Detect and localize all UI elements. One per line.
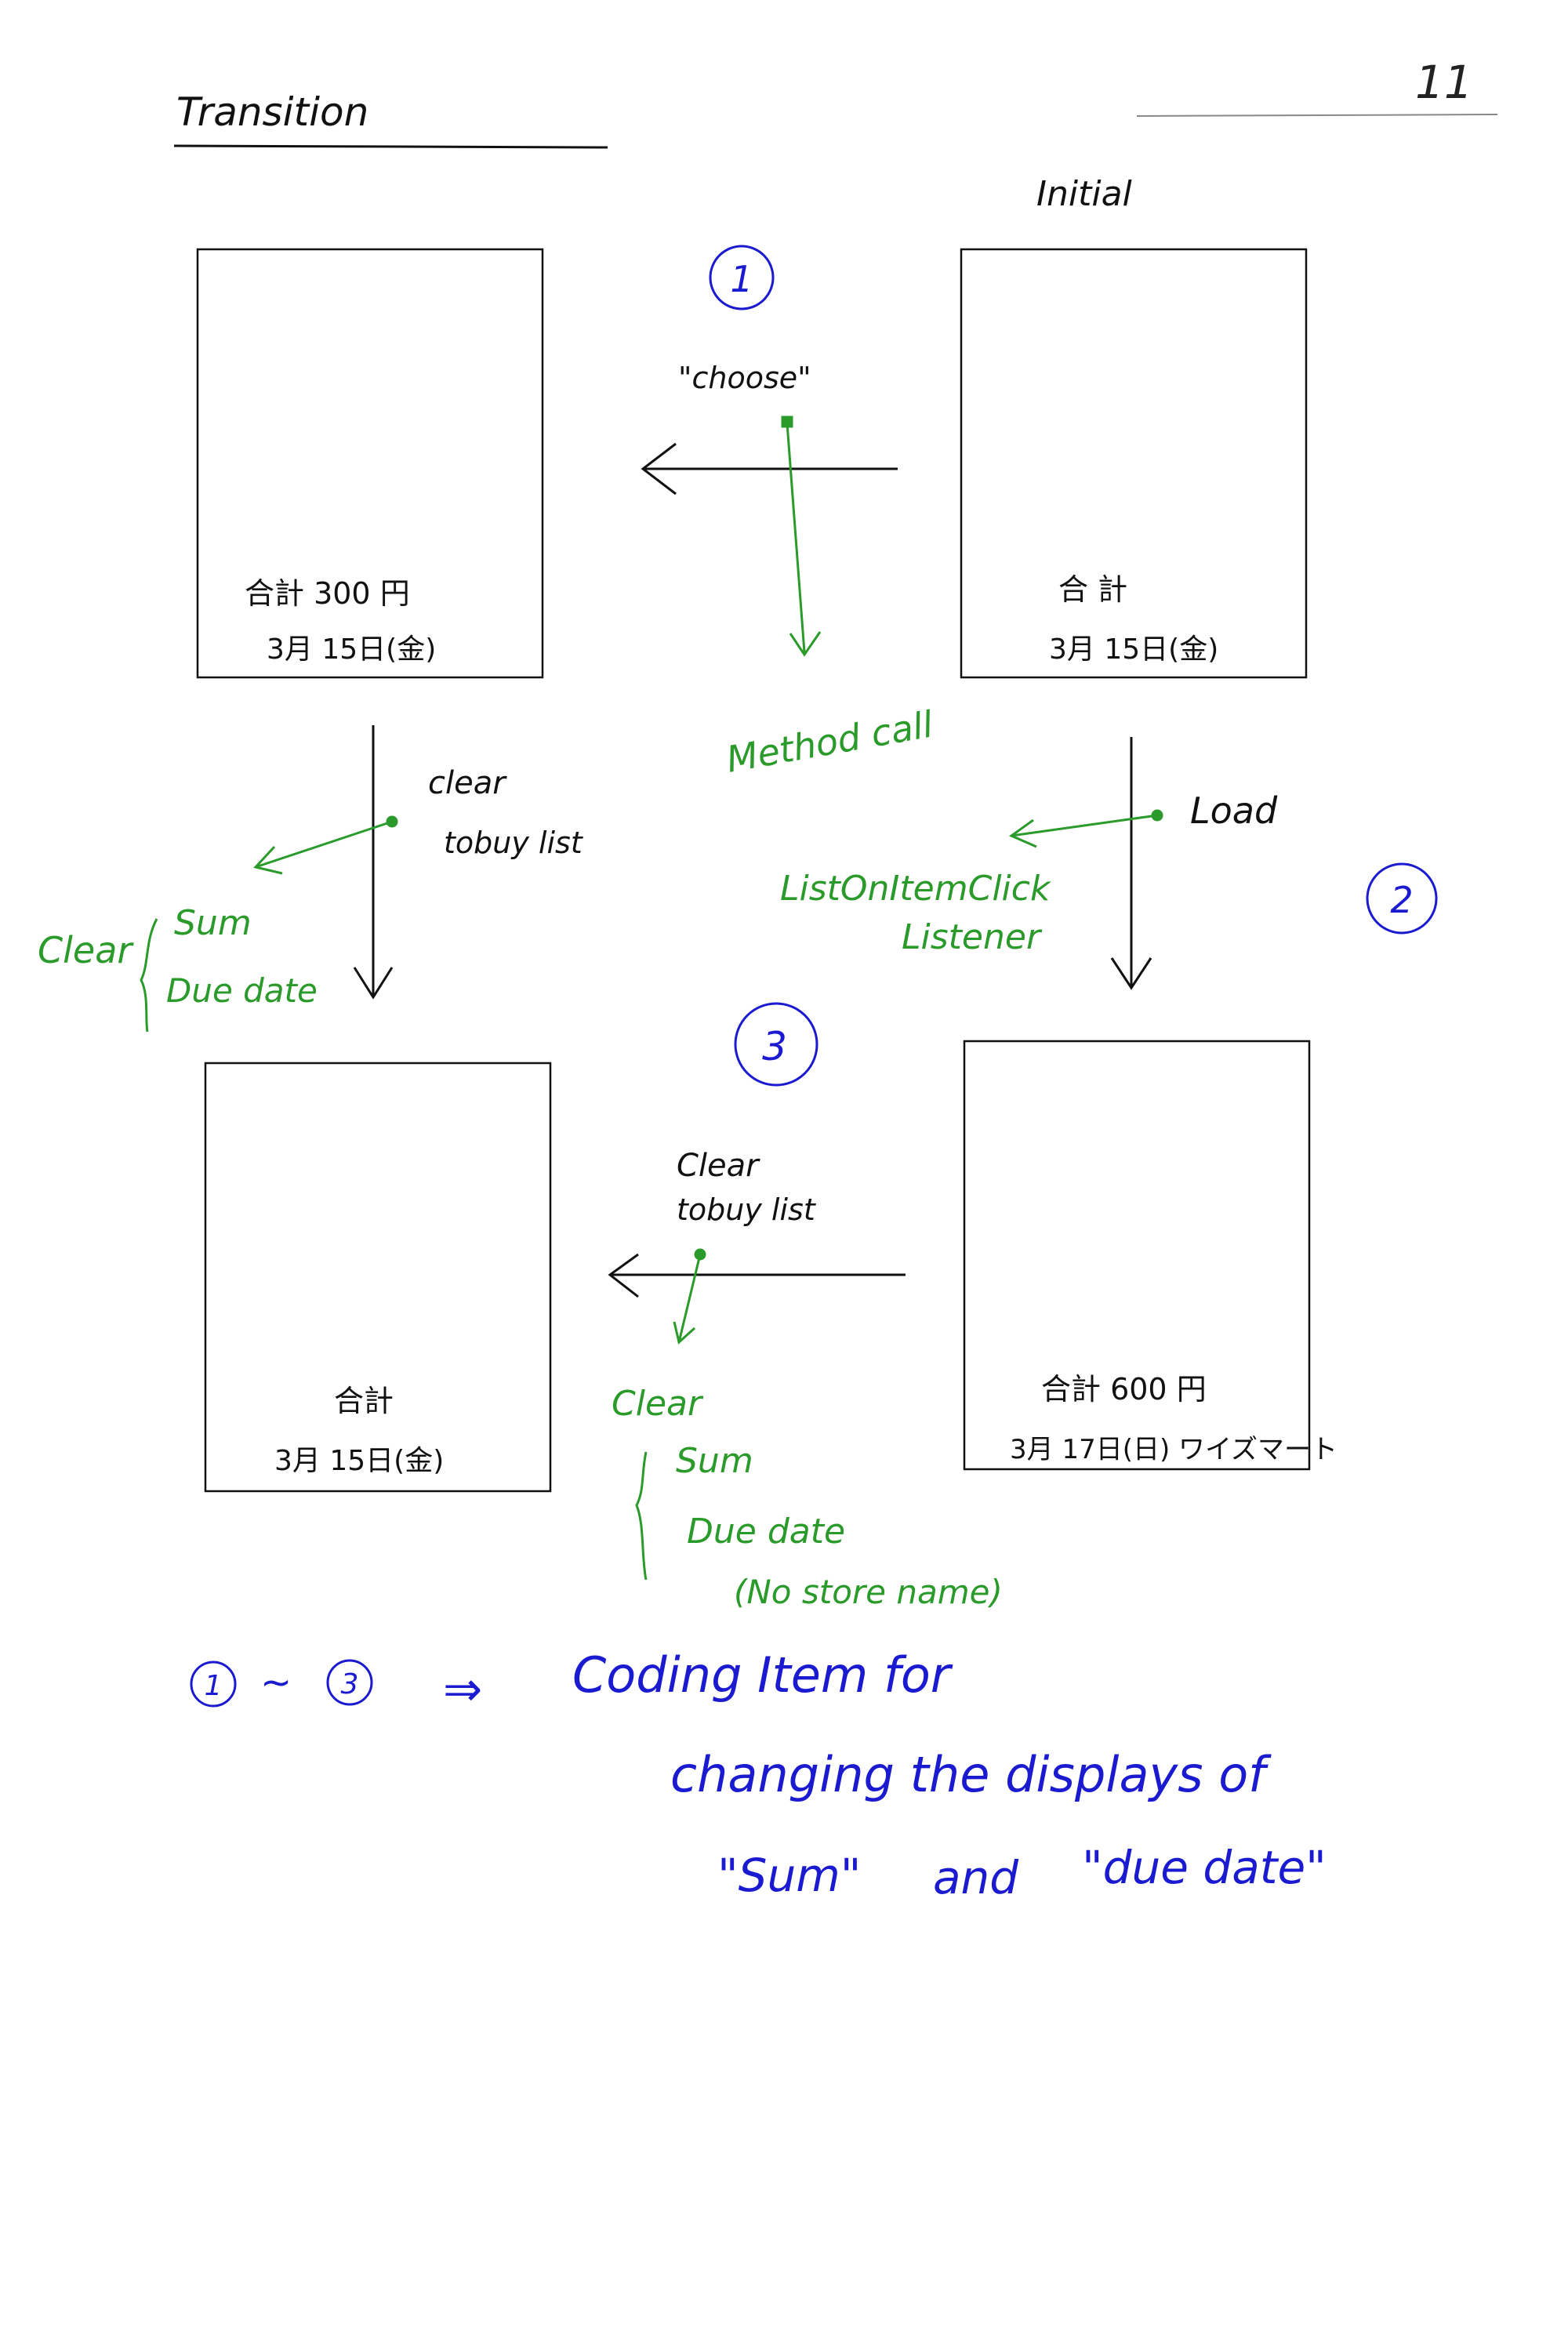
screen-cleared-sum: 合計	[334, 1384, 394, 1418]
summary-range-end-number: 3	[341, 1668, 359, 1700]
clear-left-note-brace	[140, 918, 158, 1033]
step-1-number: 1	[730, 258, 753, 300]
clear-bottom-label-line2: tobuy list	[677, 1192, 817, 1227]
screen-chosen	[196, 248, 544, 679]
load-note-line1: ListOnItemClick	[780, 869, 1051, 909]
clear-bottom-note-item2: Due date	[687, 1512, 845, 1552]
clear-left-note-item2: Due date	[166, 971, 318, 1010]
clear-left-note-pointer	[253, 815, 398, 875]
clear-bottom-note-item3: (No store name)	[734, 1573, 1003, 1611]
arrow-clear-left	[353, 725, 394, 1000]
summary-quote2: "due date"	[1082, 1841, 1327, 1894]
clear-left-note-item1: Sum	[174, 903, 252, 943]
summary-range-start-number: 1	[205, 1670, 223, 1702]
arrow-clear-bottom	[608, 1253, 906, 1298]
choose-note: Method call	[724, 702, 937, 780]
step-3-marker: 3	[734, 1002, 818, 1087]
screen-loaded	[963, 1040, 1311, 1471]
clear-bottom-note-item1: Sum	[676, 1441, 753, 1481]
choose-label: "choose"	[678, 361, 811, 395]
page-number: 11	[1415, 56, 1473, 109]
title-underline	[173, 144, 608, 149]
summary-range-end: 3	[326, 1659, 373, 1706]
load-note-line2: Listener	[902, 917, 1043, 957]
load-note-pointer	[1008, 809, 1163, 848]
arrow-choose	[641, 442, 898, 495]
summary-tilde: ~	[260, 1661, 292, 1704]
clear-left-note-prefix: Clear	[38, 929, 134, 971]
clear-left-label-line2: tobuy list	[444, 826, 584, 860]
screen-loaded-date: 3月 17日(日) ワイズマート	[1010, 1434, 1338, 1465]
summary-line2: changing the displays of	[670, 1746, 1272, 1803]
step-2-marker: 2	[1366, 862, 1438, 935]
summary-range-start: 1	[190, 1661, 237, 1708]
choose-note-pointer	[781, 416, 822, 657]
arrow-load	[1110, 737, 1152, 990]
screen-cleared-date: 3月 15日(金)	[274, 1445, 444, 1477]
screen-chosen-date: 3月 15日(金)	[267, 633, 436, 666]
screen-initial-date: 3月 15日(金)	[1049, 633, 1218, 666]
page-title: Transition	[176, 89, 368, 135]
summary-line1: Coding Item for	[572, 1646, 953, 1704]
clear-left-label-line1: clear	[428, 765, 507, 801]
step-2-number: 2	[1390, 879, 1413, 921]
clear-bottom-note-title: Clear	[612, 1384, 704, 1424]
step-1-marker: 1	[709, 245, 775, 310]
screen-initial-sum: 合 計	[1058, 572, 1127, 607]
load-label: Load	[1190, 789, 1278, 832]
clear-bottom-note-brace	[635, 1451, 648, 1581]
clear-bottom-note-pointer	[673, 1248, 706, 1345]
summary-and: and	[933, 1851, 1019, 1904]
initial-label: Initial	[1036, 174, 1133, 214]
screen-loaded-sum: 合計 600 円	[1041, 1372, 1207, 1406]
clear-bottom-label-line1: Clear	[677, 1148, 760, 1184]
screen-cleared	[204, 1062, 552, 1493]
summary-arrow: ⇒	[443, 1662, 482, 1717]
screen-chosen-sum: 合計 300 円	[245, 576, 410, 611]
page-number-line	[1136, 114, 1498, 117]
summary-quote1: "Sum"	[717, 1849, 861, 1902]
step-3-number: 3	[762, 1024, 787, 1069]
screen-initial	[960, 248, 1308, 679]
